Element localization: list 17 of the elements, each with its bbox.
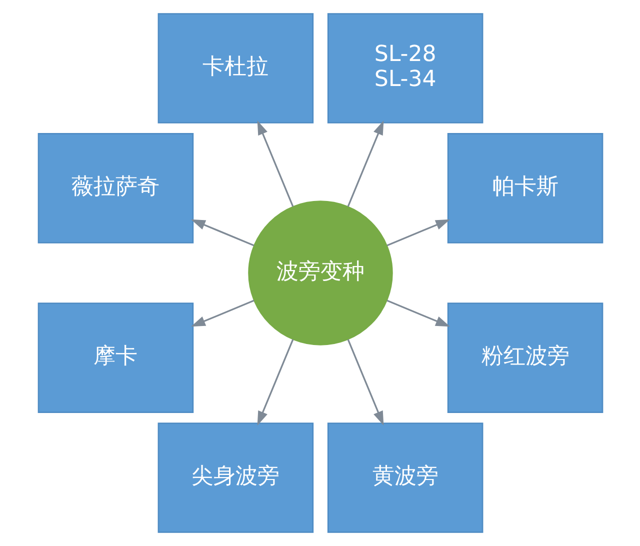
node-circle: 波旁变种 <box>248 200 392 346</box>
node-box: 帕卡斯 <box>446 133 603 244</box>
arrow <box>346 339 384 426</box>
arrow <box>346 120 384 207</box>
arrow <box>386 219 450 246</box>
node-box: 摩卡 <box>37 302 194 413</box>
node-box: 薇拉萨奇 <box>37 133 194 244</box>
arrow <box>190 219 254 246</box>
node-box: 黄波旁 <box>326 422 483 533</box>
node-box: 尖身波旁 <box>157 422 314 533</box>
node-box: SL-28 SL-34 <box>326 13 483 124</box>
arrow <box>190 300 254 327</box>
arrow <box>256 120 294 207</box>
arrow <box>386 300 450 327</box>
node-box: 卡杜拉 <box>157 13 314 124</box>
arrow <box>256 339 294 426</box>
node-box: 粉红波旁 <box>446 302 603 413</box>
